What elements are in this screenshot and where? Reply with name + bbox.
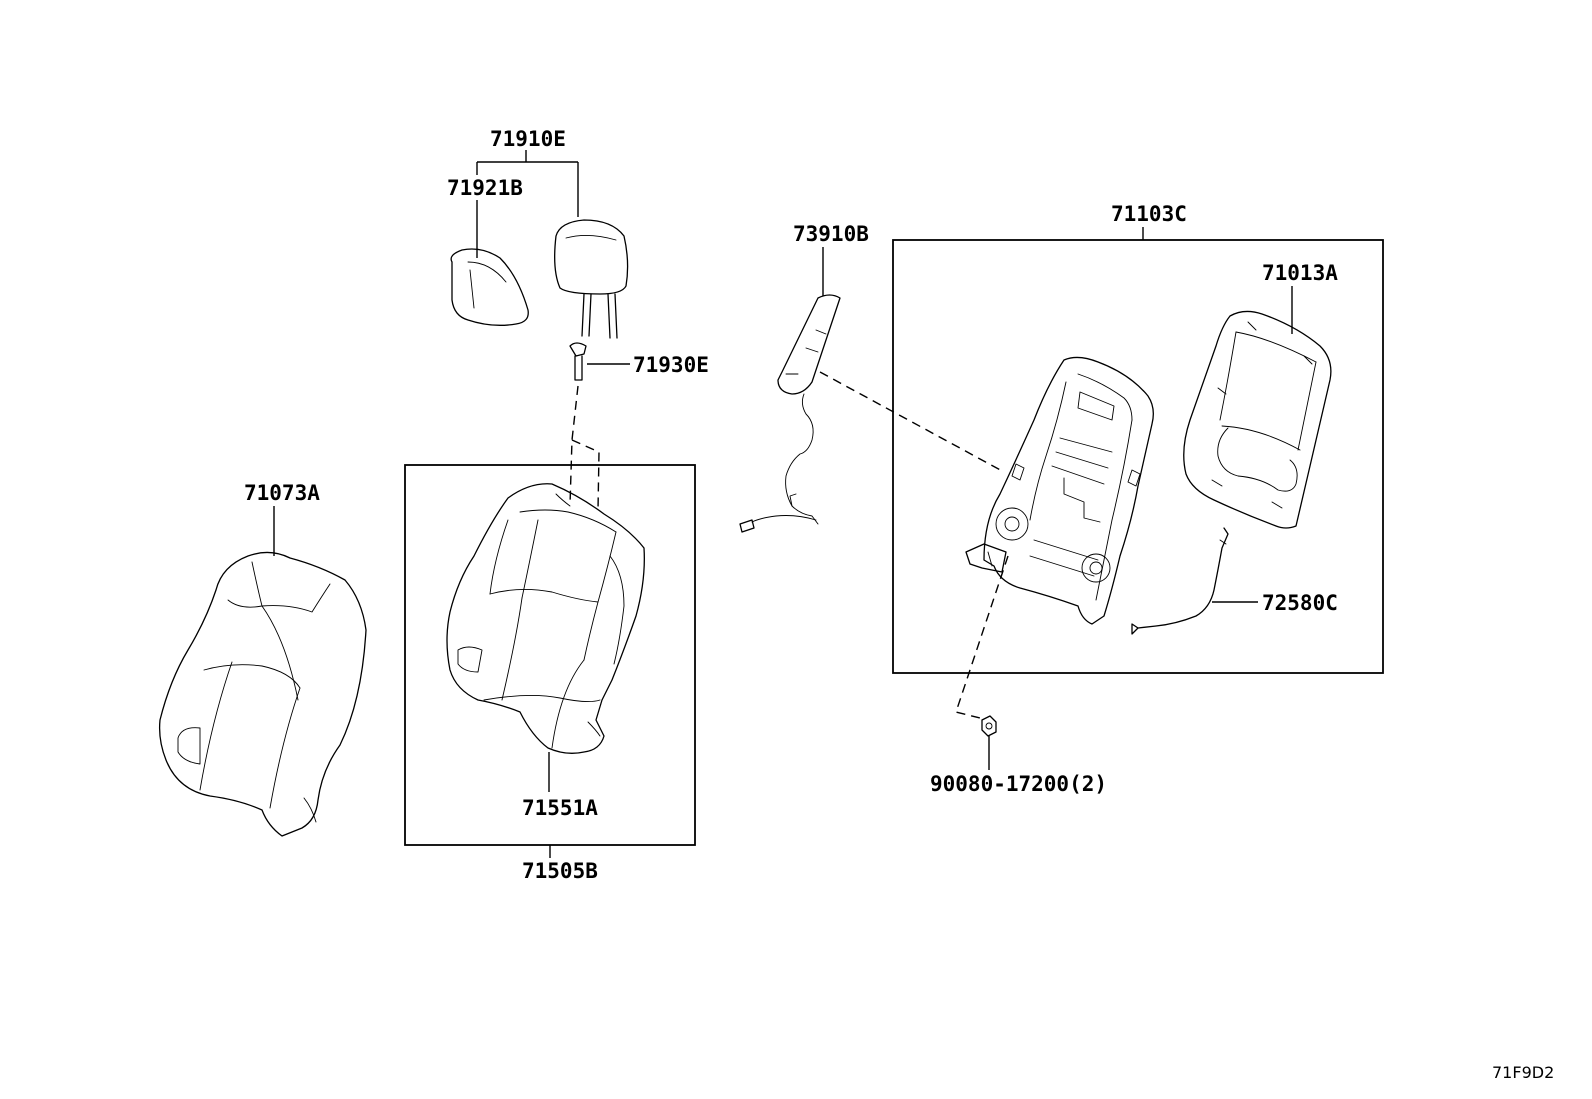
seat-back-cover-part[interactable] (158, 551, 367, 837)
part-label-71930e[interactable]: 71930E (633, 353, 709, 377)
part-label-71013a[interactable]: 71013A (1262, 261, 1338, 285)
part-label-73910b[interactable]: 73910B (793, 222, 869, 246)
headrest-cover-part[interactable] (450, 248, 529, 326)
part-label-90080-17200[interactable]: 90080-17200(2) (930, 772, 1107, 796)
diagram-reference-code: 71F9D2 (1492, 1063, 1554, 1082)
release-cable-part[interactable] (1131, 527, 1229, 635)
part-label-71910e[interactable]: 71910E (490, 127, 566, 151)
pad-assembly-box (404, 464, 696, 846)
headrest-group: 71910E 71921B 71930E (447, 127, 709, 381)
airbag-module-part[interactable] (739, 294, 841, 533)
pad-assembly-group: 71551A 71505B (404, 464, 696, 883)
airbag-group: 73910B (739, 222, 869, 533)
seat-back-cover-group: 71073A (158, 481, 367, 837)
seat-back-frame-part[interactable] (965, 356, 1154, 625)
nut-part[interactable] (981, 715, 997, 737)
seat-back-board-part[interactable] (1183, 310, 1332, 529)
headrest-support-part[interactable] (569, 342, 587, 381)
frame-assembly-box (892, 239, 1384, 674)
part-label-72580c[interactable]: 72580C (1262, 591, 1338, 615)
frame-assembly-group: 71103C 71013A (892, 202, 1384, 674)
part-label-71073a[interactable]: 71073A (244, 481, 320, 505)
guide-airbag-to-frame (819, 371, 1005, 473)
seat-back-pad-part[interactable] (446, 483, 645, 754)
part-label-71921b[interactable]: 71921B (447, 176, 523, 200)
part-label-71551a[interactable]: 71551A (522, 796, 598, 820)
part-label-71505b[interactable]: 71505B (522, 859, 598, 883)
nut-group: 90080-17200(2) (930, 715, 1107, 796)
part-label-71103c[interactable]: 71103C (1111, 202, 1187, 226)
guide-support-to-pad (569, 385, 600, 511)
headrest-part[interactable] (554, 219, 629, 339)
guide-frame-to-nut (955, 555, 1009, 719)
leader-71910e (476, 150, 579, 217)
